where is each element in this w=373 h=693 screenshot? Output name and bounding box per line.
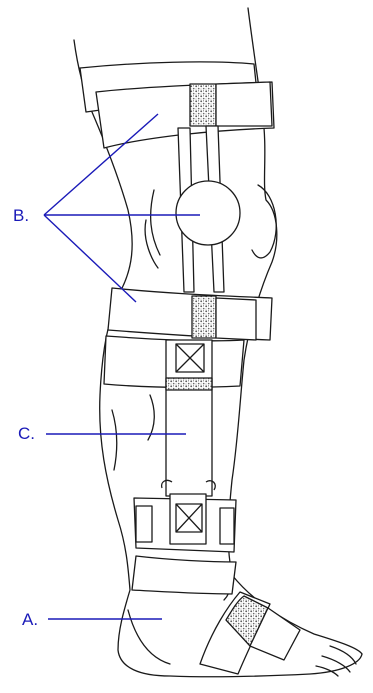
- toes: [316, 646, 356, 676]
- knee-hinge: [176, 181, 240, 245]
- top-velcro-patch: [190, 84, 216, 126]
- top-strap-tab: [216, 82, 272, 126]
- middle-velcro-patch: [192, 296, 216, 338]
- callout-b-lower: [44, 215, 136, 302]
- label-c: C.: [18, 425, 35, 442]
- lower-cuff-flap-right: [220, 508, 234, 544]
- heel-contour: [128, 610, 170, 664]
- ankle-strap: [132, 556, 236, 594]
- label-a: A.: [22, 611, 38, 628]
- calf-shading: [112, 395, 154, 470]
- label-b: B.: [13, 207, 29, 224]
- middle-strap-tab: [216, 298, 256, 340]
- shin-velcro-patch: [166, 378, 212, 390]
- lower-cuff-flap-left: [136, 506, 152, 542]
- knee-cap-contour: [252, 185, 276, 258]
- hamstring-shading: [145, 190, 160, 268]
